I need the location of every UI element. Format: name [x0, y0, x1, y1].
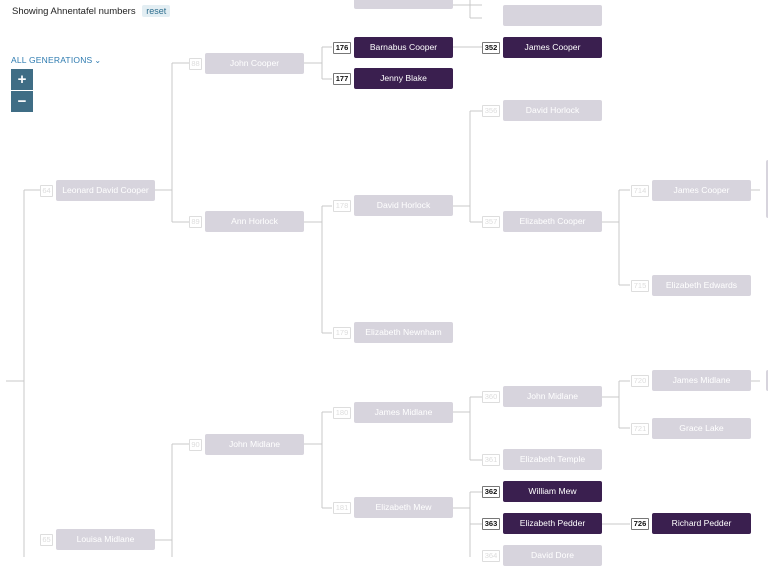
ahnentafel-number: 363 [482, 517, 500, 530]
connector-180 [453, 396, 482, 461]
person-box[interactable]: William Mew [503, 481, 602, 502]
ahnentafel-number: 357 [482, 215, 500, 228]
ahnentafel-number: 720 [631, 374, 649, 387]
person-box[interactable]: Elizabeth Newnham [354, 322, 453, 343]
person-box[interactable]: John Midlane [205, 434, 304, 455]
connector-360 [602, 380, 630, 429]
generations-label: ALL GENERATIONS [11, 55, 93, 65]
person-box-offscreen[interactable] [503, 5, 602, 26]
ahnentafel-number: 715 [631, 279, 649, 292]
connector-65 [155, 443, 189, 557]
ahnentafel-number: 714 [631, 184, 649, 197]
zoom-out-button[interactable]: − [11, 91, 33, 112]
ahnentafel-number: 176 [333, 41, 351, 54]
person-box[interactable]: John Cooper [205, 53, 304, 74]
person-box[interactable]: Elizabeth Temple [503, 449, 602, 470]
person-box[interactable]: David Horlock [354, 195, 453, 216]
ahnentafel-number: 352 [482, 41, 500, 54]
ahnentafel-number: 356 [482, 104, 500, 117]
ahnentafel-number: 180 [333, 406, 351, 419]
reset-link[interactable]: reset [142, 5, 171, 17]
person-box[interactable]: Grace Lake [652, 418, 751, 439]
person-box[interactable]: Richard Pedder [652, 513, 751, 534]
ahnentafel-number: 726 [631, 517, 649, 530]
person-box[interactable]: James Cooper [503, 37, 602, 58]
ahnentafel-number: 88 [189, 57, 202, 70]
connector-root [6, 189, 40, 557]
person-box[interactable]: James Midlane [652, 370, 751, 391]
person-box[interactable]: Leonard David Cooper [56, 180, 155, 201]
ahnentafel-number: 64 [40, 184, 53, 197]
connector-181 [453, 491, 482, 557]
person-box[interactable]: David Dore [503, 545, 602, 566]
person-box[interactable]: Elizabeth Edwards [652, 275, 751, 296]
person-box-offscreen[interactable] [766, 160, 768, 218]
ahnentafel-number: 361 [482, 453, 500, 466]
person-box[interactable]: Elizabeth Mew [354, 497, 453, 518]
connector-357 [602, 189, 630, 286]
numbering-label: Showing Ahnentafel numbers [12, 6, 136, 17]
person-box[interactable]: David Horlock [503, 100, 602, 121]
connector-64 [155, 62, 189, 223]
connector-89 [304, 205, 332, 334]
ahnentafel-number: 89 [189, 215, 202, 228]
connector-178 [453, 110, 482, 223]
ahnentafel-number: 360 [482, 390, 500, 403]
ahnentafel-number: 362 [482, 485, 500, 498]
ahnentafel-number: 364 [482, 549, 500, 562]
person-box[interactable]: John Midlane [503, 386, 602, 407]
person-box[interactable]: James Cooper [652, 180, 751, 201]
person-box[interactable]: Ann Horlock [205, 211, 304, 232]
generations-dropdown[interactable]: ALL GENERATIONS⌄ [11, 55, 101, 65]
connector-88 [304, 46, 332, 80]
person-box[interactable]: Elizabeth Cooper [503, 211, 602, 232]
person-box[interactable]: Jenny Blake [354, 68, 453, 89]
person-box[interactable]: Barnabus Cooper [354, 37, 453, 58]
zoom-in-button[interactable]: + [11, 69, 33, 90]
person-box[interactable]: Elizabeth Pedder [503, 513, 602, 534]
ahnentafel-number: 721 [631, 422, 649, 435]
ahnentafel-number: 90 [189, 438, 202, 451]
ahnentafel-number: 178 [333, 199, 351, 212]
ahnentafel-number: 181 [333, 501, 351, 514]
connector-right [751, 189, 760, 382]
connector-top [453, 0, 482, 19]
person-box[interactable]: James Midlane [354, 402, 453, 423]
ahnentafel-number: 65 [40, 533, 53, 546]
connector-90 [304, 411, 332, 509]
person-box-offscreen[interactable] [354, 0, 453, 9]
chevron-down-icon: ⌄ [94, 56, 102, 65]
ahnentafel-number: 177 [333, 72, 351, 85]
person-box[interactable]: Louisa Midlane [56, 529, 155, 550]
person-box-offscreen[interactable] [766, 370, 768, 391]
numbering-status: Showing Ahnentafel numbers reset [12, 5, 171, 17]
ahnentafel-number: 179 [333, 326, 351, 339]
